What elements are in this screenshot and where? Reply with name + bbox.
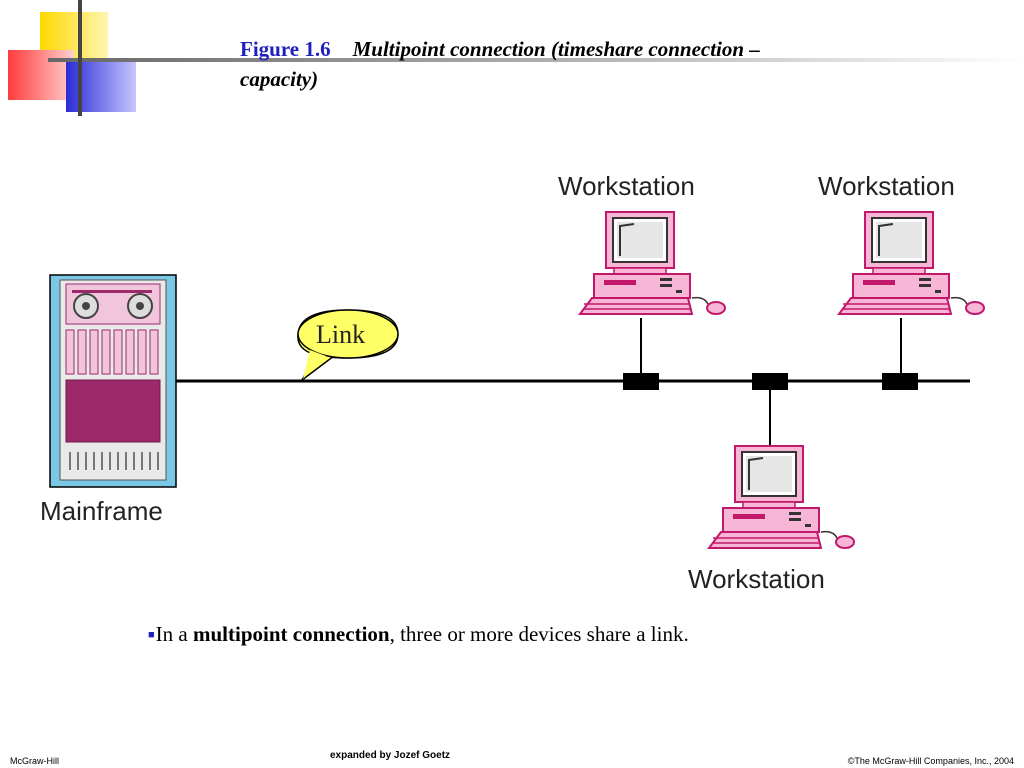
figure-caption: Multipoint connection (timeshare connect… bbox=[240, 37, 760, 91]
bullet-point: ■In a multipoint connection, three or mo… bbox=[148, 622, 689, 647]
footer-publisher: McGraw-Hill bbox=[10, 756, 59, 766]
workstation-label-2: Workstation bbox=[818, 171, 955, 201]
tap-connector-2 bbox=[752, 373, 788, 390]
multipoint-diagram: Mainframe Link Workstation Workstation W… bbox=[40, 171, 985, 594]
tap-connector-3 bbox=[882, 373, 918, 390]
deco-horizontal-line bbox=[48, 58, 1024, 62]
tap-connector-1 bbox=[623, 373, 659, 390]
bullet-suffix: , three or more devices share a link. bbox=[389, 622, 689, 646]
footer-copyright: ©The McGraw-Hill Companies, Inc., 2004 bbox=[847, 756, 1014, 766]
link-callout bbox=[297, 309, 399, 381]
workstation-1 bbox=[579, 211, 726, 315]
workstation-3 bbox=[708, 445, 855, 549]
workstation-label-1: Workstation bbox=[558, 171, 695, 201]
workstation-label-3: Workstation bbox=[688, 564, 825, 594]
corner-decoration bbox=[8, 0, 1024, 116]
bullet-prefix: In a bbox=[155, 622, 193, 646]
footer-author: expanded by Jozef Goetz bbox=[330, 750, 451, 761]
deco-blue-square bbox=[66, 60, 136, 112]
mainframe-label: Mainframe bbox=[40, 496, 163, 526]
bullet-bold-term: multipoint connection bbox=[192, 622, 390, 646]
mainframe bbox=[49, 274, 177, 488]
workstation-2 bbox=[838, 211, 985, 315]
link-label: Link bbox=[316, 320, 365, 349]
bullet-square-icon: ■ bbox=[148, 629, 155, 641]
figure-number: Figure 1.6 bbox=[240, 37, 331, 61]
deco-vertical-line bbox=[78, 0, 82, 116]
